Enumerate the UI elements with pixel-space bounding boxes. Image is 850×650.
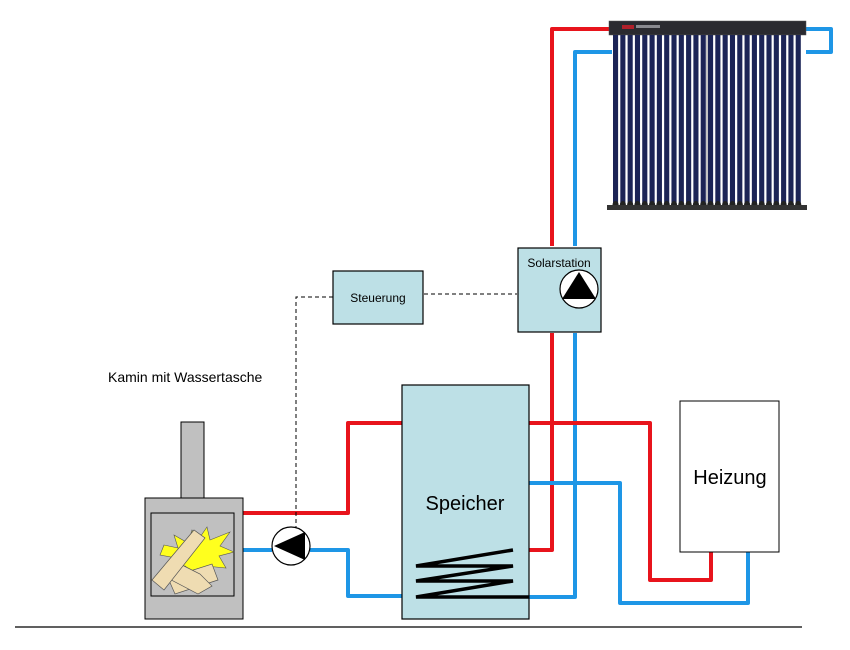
collector-tube (729, 35, 736, 205)
collector-tube (722, 35, 728, 205)
pipe-heating-hot (529, 421, 713, 582)
collector-tube (613, 35, 619, 205)
solarstation-label: Solarstation (527, 256, 590, 270)
collector-tube (671, 35, 677, 205)
collector-tube (656, 35, 662, 205)
collector-tube (700, 35, 706, 205)
pipe-collector-right-loop (806, 27, 833, 54)
collector-tube (649, 35, 655, 205)
collector-tube (642, 35, 648, 205)
steuerung-controller[interactable]: Steuerung (332, 270, 424, 325)
stove-chimney (180, 421, 205, 499)
collector-tube (693, 35, 699, 205)
collector-tube (781, 35, 787, 205)
solar-collector[interactable] (607, 20, 807, 210)
kamin-label: Kamin mit Wassertasche (108, 369, 263, 385)
collector-brand-mark (622, 25, 634, 29)
collector-tube (686, 35, 692, 205)
collector-tube (766, 35, 772, 205)
collector-tube (664, 35, 670, 205)
pipe-stove-cold (243, 548, 402, 598)
logs-icon (151, 529, 219, 595)
pipe-solar-hot-collector (550, 27, 612, 246)
speicher-label: Speicher (426, 493, 505, 515)
wood-stove[interactable] (144, 421, 244, 620)
solarstation[interactable]: Solarstation (517, 247, 602, 333)
collector-tube (788, 35, 794, 205)
collector-tube (678, 35, 684, 205)
speicher-tank[interactable]: Speicher (401, 384, 530, 620)
stove-pump[interactable] (271, 526, 311, 566)
collector-brand-text (636, 25, 660, 28)
collector-bottom-rail (607, 205, 807, 210)
collector-tube (759, 35, 765, 205)
collector-tube (634, 35, 641, 205)
collector-tube (744, 35, 750, 205)
collector-tube (795, 35, 801, 205)
pipe-solar-cold-collector (573, 50, 612, 246)
pipe-stove-hot (243, 421, 402, 515)
collector-tube (627, 35, 633, 205)
pipe-heating-cold (529, 481, 750, 605)
collector-tube (751, 35, 757, 205)
collector-tubes (612, 35, 802, 209)
collector-tube (715, 35, 721, 205)
steuerung-label: Steuerung (350, 291, 405, 305)
control-line-stove-pump (295, 296, 333, 532)
solar-pump-icon (559, 269, 599, 309)
collector-tube (708, 35, 714, 205)
collector-tube (620, 35, 626, 205)
heizung-boiler[interactable]: Heizung (679, 400, 780, 553)
collector-tube (773, 35, 779, 205)
heizung-label: Heizung (693, 467, 766, 489)
collector-tube (737, 35, 743, 205)
heat-exchanger-coil (415, 548, 529, 599)
